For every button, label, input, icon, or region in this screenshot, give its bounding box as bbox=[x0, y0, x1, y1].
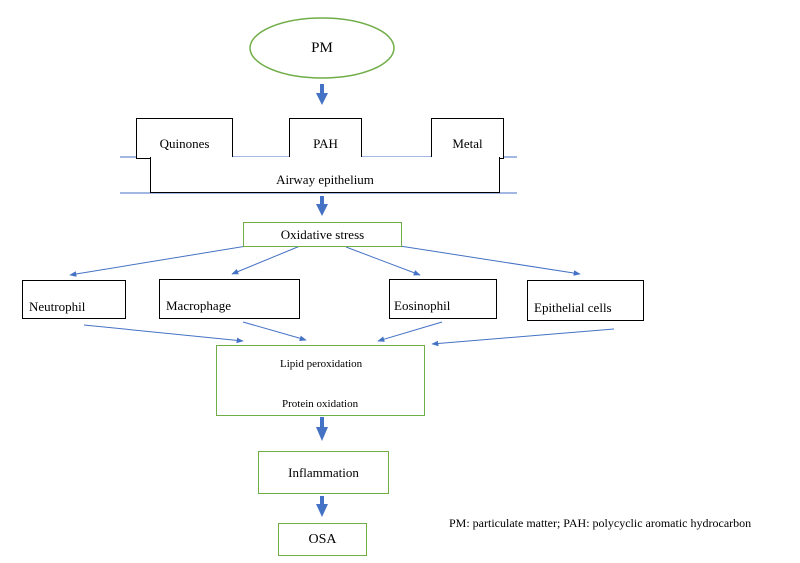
macrophage-label: Macrophage bbox=[166, 298, 231, 313]
arrow-oxidative-to-epithelial bbox=[386, 243, 581, 276]
arrow-neutrophil-to-peroxidation bbox=[83, 324, 244, 344]
epithelial-cells-label: Epithelial cells bbox=[534, 300, 612, 315]
inflammation-label: Inflammation bbox=[288, 464, 359, 480]
osa-label: OSA bbox=[308, 531, 337, 547]
arrow-peroxidation-to-inflammation bbox=[316, 417, 328, 441]
arrow-macrophage-to-peroxidation bbox=[242, 321, 307, 341]
pm-node-label: PM bbox=[311, 39, 333, 56]
arrow-oxidative-to-neutrophil bbox=[69, 242, 266, 277]
arrow-pm-to-sources bbox=[316, 84, 328, 105]
quinones-box: Quinones bbox=[136, 118, 233, 159]
oxidative-stress-label: Oxidative stress bbox=[280, 226, 365, 242]
arrow-airway-to-oxidative bbox=[316, 196, 328, 216]
quinones-label: Quinones bbox=[159, 136, 210, 151]
eosinophil-box: Eosinophil bbox=[389, 279, 497, 319]
arrow-inflammation-to-osa bbox=[316, 496, 328, 517]
lipid-peroxidation-label: Lipid peroxidation bbox=[280, 358, 363, 370]
inflammation-box: Inflammation bbox=[258, 451, 389, 494]
oxidative-stress-box: Oxidative stress bbox=[243, 222, 402, 247]
eosinophil-label: Eosinophil bbox=[394, 298, 451, 313]
macrophage-box: Macrophage bbox=[159, 279, 300, 319]
arrow-oxidative-to-eosinophil bbox=[345, 246, 421, 276]
arrow-oxidative-to-macrophage bbox=[231, 245, 301, 275]
neutrophil-label: Neutrophil bbox=[29, 299, 86, 314]
osa-box: OSA bbox=[278, 523, 367, 556]
footnote: PM: particulate matter; PAH: polycyclic … bbox=[449, 516, 752, 530]
neutrophil-box: Neutrophil bbox=[22, 280, 126, 319]
metal-label: Metal bbox=[452, 136, 483, 151]
metal-box: Metal bbox=[431, 118, 504, 159]
airway-epithelium-box: Airway epithelium bbox=[150, 157, 500, 193]
pm-ellipse bbox=[249, 17, 395, 79]
pah-box: PAH bbox=[289, 118, 362, 159]
arrow-epithelial-to-peroxidation bbox=[431, 328, 615, 347]
airway-epithelium-label: Airway epithelium bbox=[276, 172, 374, 187]
protein-oxidation-label: Protein oxidation bbox=[282, 398, 359, 410]
peroxidation-box: Lipid peroxidation Protein oxidation bbox=[216, 345, 425, 416]
arrow-eosinophil-to-peroxidation bbox=[377, 321, 443, 342]
pah-label: PAH bbox=[313, 136, 338, 151]
epithelial-cells-box: Epithelial cells bbox=[527, 280, 644, 321]
